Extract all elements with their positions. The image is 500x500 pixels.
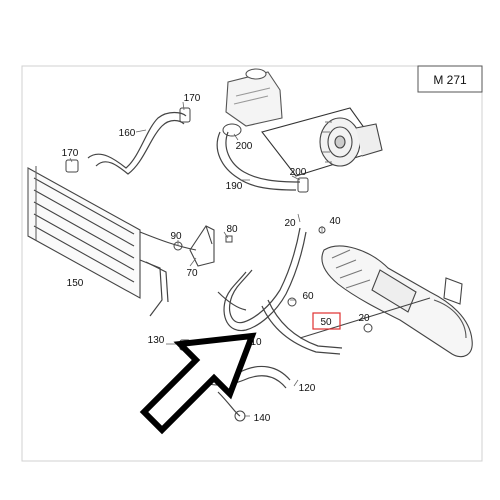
part-label-50: 50	[320, 317, 332, 328]
hose-160	[87, 111, 187, 175]
model-code: M 271	[433, 73, 467, 87]
part-label-160: 160	[119, 128, 136, 139]
part-label-80: 80	[226, 224, 238, 235]
steering-gear-illustration	[299, 245, 473, 358]
part-label-190: 190	[226, 181, 243, 192]
part-label-70: 70	[186, 268, 198, 279]
part-label-200-lower: 200	[290, 167, 307, 178]
part-label-90: 90	[170, 231, 182, 242]
cooler-150	[27, 166, 197, 317]
part-label-20-lower: 20	[358, 313, 370, 324]
pressure-line-10	[217, 227, 343, 355]
model-code-box: M 271	[417, 65, 483, 93]
part-label-150: 150	[67, 278, 84, 289]
pump-pulley-illustration	[261, 107, 383, 177]
clamp-200-upper	[222, 123, 242, 137]
part-label-20-upper: 20	[284, 218, 296, 229]
washer-20-lower	[363, 323, 373, 333]
bolt-60	[287, 297, 297, 307]
clamp-170-upper	[179, 107, 191, 123]
part-label-140: 140	[254, 413, 271, 424]
bracket-70	[189, 225, 215, 267]
part-label-130: 130	[148, 335, 165, 346]
part-label-200-upper: 200	[236, 141, 253, 152]
hose-190	[216, 131, 301, 191]
part-label-60: 60	[302, 291, 314, 302]
reservoir-illustration	[225, 68, 283, 127]
diagram-frame	[21, 65, 483, 462]
part-label-120: 120	[299, 383, 316, 394]
pointer-arrow	[139, 332, 257, 435]
clamp-170-lower	[65, 159, 79, 173]
part-label-170-upper: 170	[184, 93, 201, 104]
part-label-10: 10	[250, 337, 262, 348]
bolt-80	[225, 235, 233, 243]
part-label-40: 40	[329, 216, 341, 227]
part-label-170-lower: 170	[62, 148, 79, 159]
highlight-box-50	[312, 312, 341, 330]
clamp-200-lower	[297, 177, 309, 193]
